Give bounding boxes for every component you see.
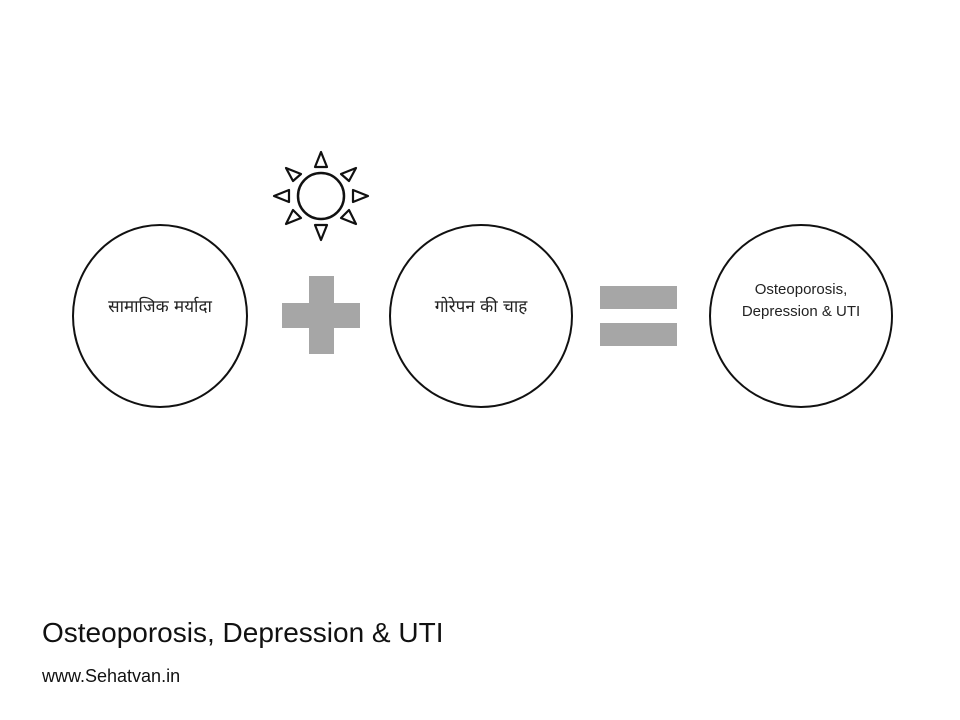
footer-title: Osteoporosis, Depression & UTI [42, 617, 444, 648]
circle-social-norms: सामाजिक मर्यादा [72, 224, 248, 408]
plus-horizontal-bar [282, 303, 360, 328]
circle-result: Osteoporosis, Depression & UTI [709, 224, 893, 408]
circle-3-label: Osteoporosis, Depression & UTI [741, 281, 861, 320]
equals-top-bar [600, 286, 677, 309]
sun-icon [272, 150, 370, 242]
circle-1-label: सामाजिक मर्यादा [108, 297, 212, 317]
circle-fairness-desire: गोरेपन की चाह [389, 224, 573, 408]
circle-2-label: गोरेपन की चाह [434, 297, 528, 317]
footer-url[interactable]: www.Sehatvan.in [42, 666, 181, 686]
equals-bottom-bar [600, 323, 677, 346]
